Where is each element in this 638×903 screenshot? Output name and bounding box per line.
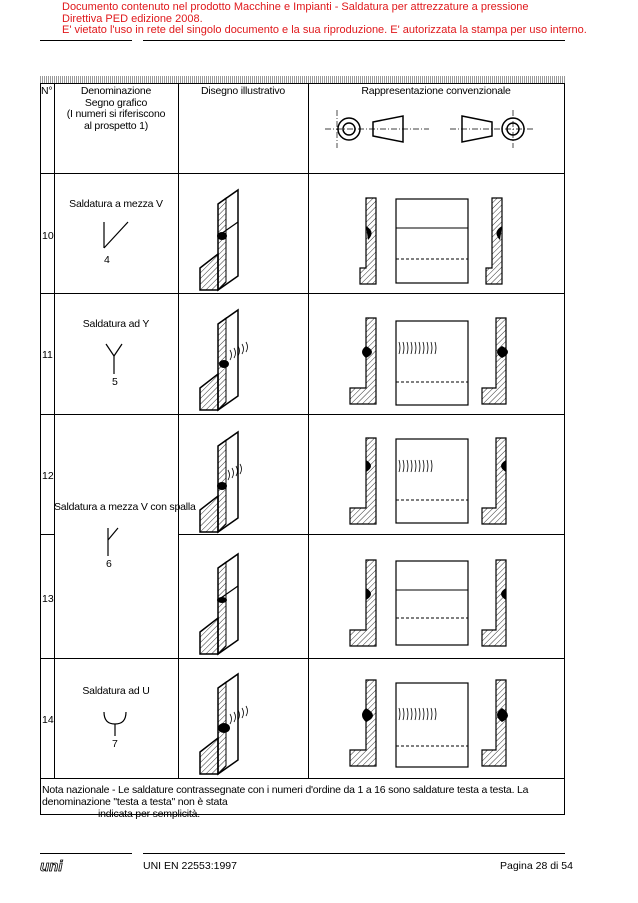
weld-symbol-11 <box>105 343 123 374</box>
weld-section-left-13 <box>349 559 377 647</box>
weld-drawing-11 <box>199 308 248 412</box>
national-note: Nota nazionale - Le saldature contrasseg… <box>42 784 562 820</box>
row-number-13: 13 <box>42 593 54 605</box>
weld-name-11: Saldatura ad Y <box>82 318 150 330</box>
weld-ref-12: 6 <box>106 558 112 570</box>
weld-view-13 <box>395 560 469 646</box>
weld-table: N° Denominazione Segno grafico (I numeri… <box>40 83 565 815</box>
weld-drawing-10 <box>199 188 239 292</box>
copyright-notice: Documento contenuto nel prodotto Macchin… <box>62 1 622 37</box>
notice-line-1: Documento contenuto nel prodotto Macchin… <box>62 1 529 13</box>
notice-line-2: Direttiva PED edizione 2008. <box>62 12 203 25</box>
row-number-12: 12 <box>42 470 54 482</box>
weld-section-left-10 <box>359 197 377 285</box>
weld-view-10 <box>395 198 469 284</box>
weld-view-11 <box>395 320 469 406</box>
weld-ref-14: 7 <box>112 738 118 750</box>
row-number-11: 11 <box>42 349 53 361</box>
footer-rule-left <box>40 853 132 854</box>
weld-name-14: Saldatura ad U <box>82 685 150 697</box>
note-line-1: Nota nazionale - Le saldature contrasseg… <box>42 784 529 808</box>
weld-view-14 <box>395 682 469 768</box>
weld-section-left-11 <box>349 317 377 405</box>
header-rule-right <box>143 40 565 41</box>
header-rule-left <box>40 40 132 41</box>
weld-drawing-12 <box>199 430 242 534</box>
footer-standard: UNI EN 22553:1997 <box>143 860 237 872</box>
weld-name-10: Saldatura a mezza V <box>69 198 163 210</box>
footer-page-number: Pagina 28 di 54 <box>500 860 573 872</box>
table-top-hatch <box>40 76 565 83</box>
weld-ref-10: 4 <box>104 254 110 266</box>
weld-view-12 <box>395 438 469 524</box>
weld-section-right-10 <box>485 197 503 285</box>
weld-section-right-12 <box>481 437 507 525</box>
uni-logo-icon: uni <box>40 858 64 876</box>
projection-symbols <box>325 110 533 148</box>
weld-symbol-12 <box>107 527 119 556</box>
weld-section-right-11 <box>481 317 508 405</box>
weld-ref-11: 5 <box>112 376 118 388</box>
header-number: N° <box>41 85 53 97</box>
weld-section-right-13 <box>481 559 507 647</box>
header-denomination: Denominazione Segno grafico (I numeri si… <box>66 85 166 132</box>
header-representation: Rappresentazione convenzionale <box>361 85 511 97</box>
row-number-14: 14 <box>42 714 54 726</box>
weld-symbol-14 <box>103 711 127 736</box>
header-drawing: Disegno illustrativo <box>200 85 286 97</box>
note-line-2: indicata per semplicità. <box>98 808 200 820</box>
row-number-10: 10 <box>42 230 54 242</box>
weld-name-12: Saldatura a mezza V con spalla <box>54 501 196 513</box>
footer-rule-right <box>143 853 565 854</box>
weld-symbol-10 <box>103 221 129 249</box>
weld-drawing-14 <box>199 672 248 776</box>
weld-drawing-13 <box>199 552 239 656</box>
weld-section-right-14 <box>481 679 508 767</box>
svg-text:uni: uni <box>40 858 63 875</box>
weld-section-left-12 <box>349 437 377 525</box>
notice-line-3: E' vietato l'uso in rete del singolo doc… <box>62 24 587 36</box>
weld-section-left-14 <box>349 679 377 767</box>
